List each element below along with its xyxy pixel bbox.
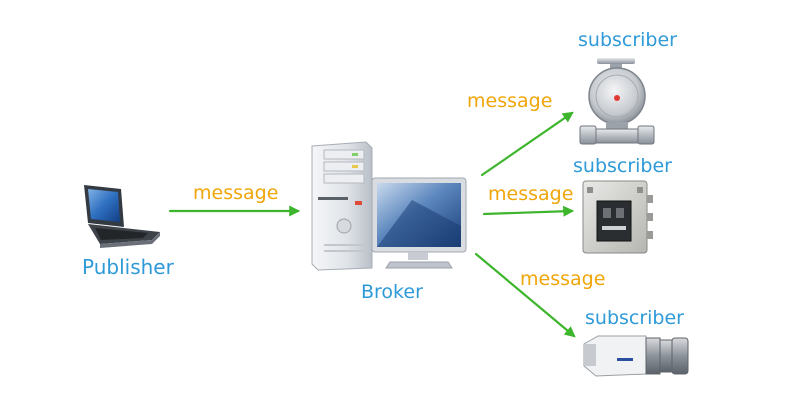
message-label-publisher-broker: message (193, 182, 279, 204)
subscriber-3-label: subscriber (585, 307, 684, 329)
message-label-broker-subscriber-1: message (467, 90, 553, 112)
arrow-broker-to-subscriber-1 (480, 111, 574, 177)
flow-meter-icon (579, 58, 655, 145)
message-label-broker-subscriber-2: message (488, 183, 574, 205)
laptop-icon (84, 185, 160, 248)
publisher-label: Publisher (82, 255, 174, 279)
arrow-broker-to-subscriber-3 (474, 252, 576, 338)
subscriber-1-label: subscriber (578, 29, 677, 51)
arrow-broker-to-subscriber-2 (482, 205, 575, 217)
camera-sensor-icon (583, 335, 689, 377)
electrical-box-icon (582, 180, 653, 254)
broker-label: Broker (361, 281, 423, 303)
server-monitor-icon (311, 141, 467, 271)
arrows (168, 111, 576, 338)
message-label-broker-subscriber-3: message (520, 268, 606, 290)
subscriber-2-label: subscriber (573, 155, 672, 177)
